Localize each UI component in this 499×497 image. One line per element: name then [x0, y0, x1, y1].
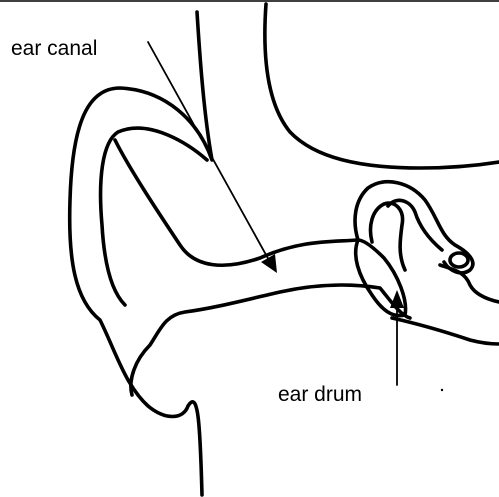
ear-drum-label: ear drum [278, 384, 362, 405]
ear-canal-pointer-line [148, 42, 270, 262]
cochlea-oval [450, 253, 468, 267]
ossicles-outline [355, 182, 473, 273]
canal-lower-wall [131, 285, 410, 395]
helix-inner-fold [101, 128, 207, 305]
ossicles-stapes [388, 200, 442, 250]
tissue-lower-line [392, 318, 499, 344]
stray-dot [441, 389, 443, 391]
head-outline [265, 4, 499, 168]
ear-canal-label: ear canal [11, 38, 97, 59]
outer-ear-outline [70, 12, 212, 495]
